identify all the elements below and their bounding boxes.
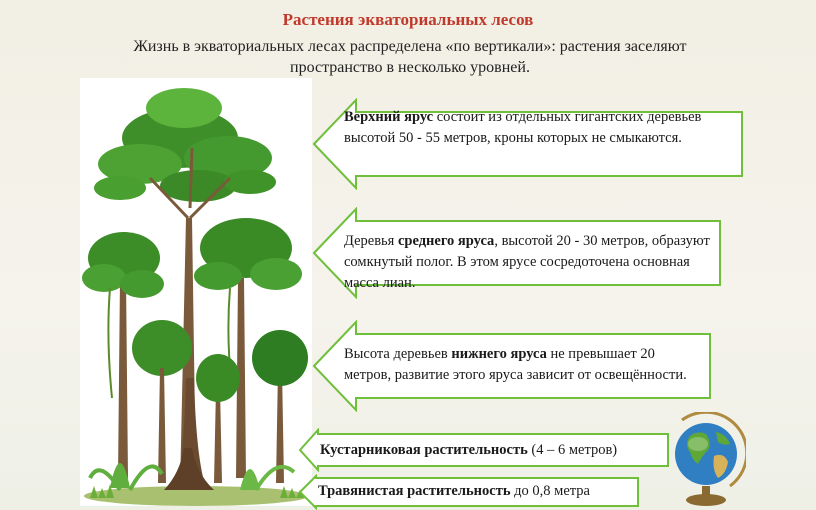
layer-arrow-shrub: Кустарниковая растительность (4 – 6 метр… — [298, 428, 670, 472]
arrow-shape — [312, 207, 721, 299]
layer-upper-name: Верхний ярус — [344, 109, 434, 125]
layer-lower-name: нижнего яруса — [451, 346, 547, 362]
arrow-shape — [298, 428, 669, 472]
layer-arrow-grass: Травянистая растительность до 0,8 метра — [298, 474, 640, 510]
arrow-shape — [298, 474, 639, 510]
layer-middle-name: среднего яруса — [397, 233, 495, 249]
layer-arrow-upper: Верхний ярус состоит из отдельных гигант… — [312, 98, 744, 190]
layer-grass-name: Травянистая растительность — [318, 483, 511, 499]
layer-text-middle: Деревья среднего яруса, высотой 20 - 30 … — [344, 233, 710, 291]
layer-shrub-name: Кустарниковая растительность — [320, 442, 528, 458]
rainforest-illustration — [80, 78, 312, 506]
layer-text-lower: Высота деревьев нижнего яруса не превыша… — [344, 346, 687, 383]
slide-subtitle: Жизнь в экваториальных лесах распределен… — [133, 38, 687, 76]
layer-arrow-lower: Высота деревьев нижнего яруса не превыша… — [312, 320, 712, 412]
layer-text-grass: Травянистая растительность до 0,8 метра — [318, 483, 590, 499]
arrow-shape — [312, 98, 743, 190]
globe-icon — [675, 412, 746, 506]
layer-arrow-middle: Деревья среднего яруса, высотой 20 - 30 … — [312, 207, 722, 299]
arrow-shape — [312, 320, 711, 412]
layer-text-shrub: Кустарниковая растительность (4 – 6 метр… — [320, 442, 618, 458]
slide-title: Растения экваториальных лесов — [282, 10, 534, 29]
layer-text-upper: Верхний ярус состоит из отдельных гигант… — [344, 109, 702, 146]
